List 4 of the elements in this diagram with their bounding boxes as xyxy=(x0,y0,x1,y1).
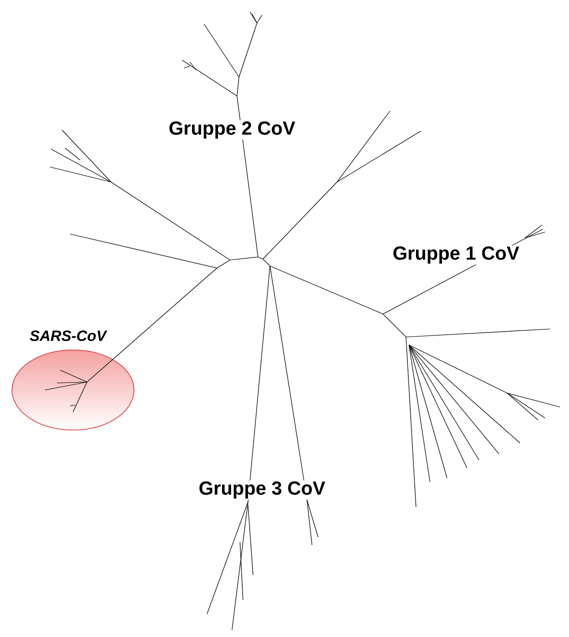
node-label: SARS-CoV xyxy=(30,330,108,342)
group-label: Gruppe 2 CoV xyxy=(168,120,296,140)
group-label: Gruppe 3 CoV xyxy=(198,480,326,500)
group-label: Gruppe 1 CoV xyxy=(392,245,520,265)
